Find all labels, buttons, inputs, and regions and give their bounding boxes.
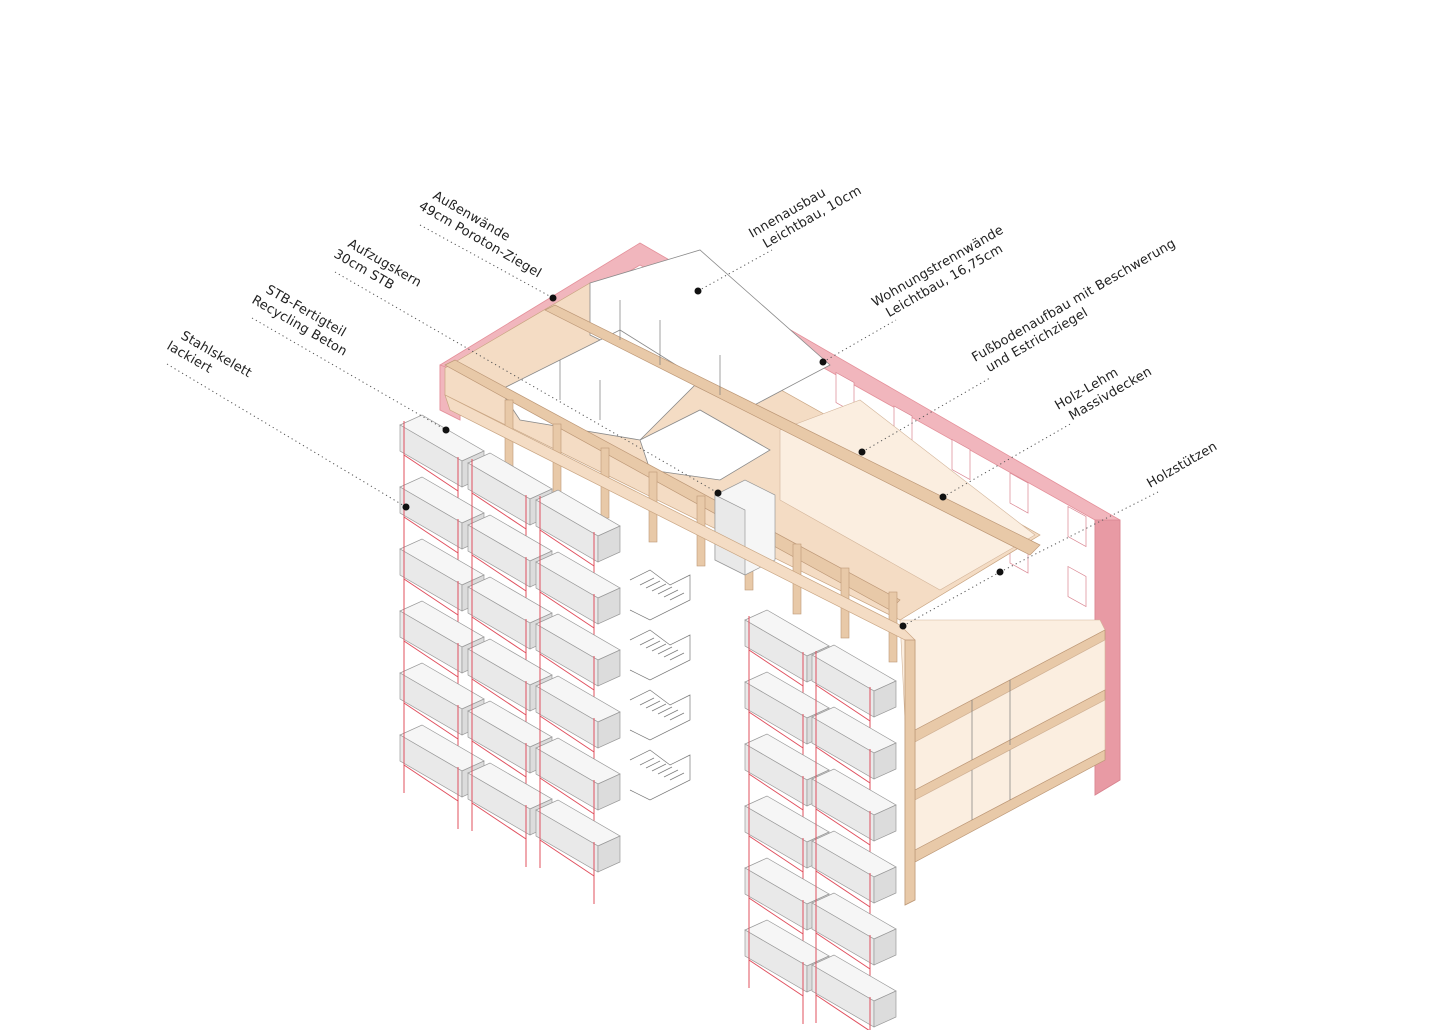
stair-step <box>645 760 661 769</box>
steel-beam <box>403 454 459 492</box>
stair-step <box>651 763 667 772</box>
prefab-module-side <box>597 835 621 873</box>
svg-text:Holzstützen: Holzstützen <box>1145 439 1221 491</box>
stair-step <box>639 577 655 586</box>
steel-beam <box>539 777 595 815</box>
stair-step <box>639 697 655 706</box>
steel-beam <box>748 773 804 811</box>
stair-step <box>651 703 667 712</box>
steel-beam <box>539 839 595 877</box>
prefab-module-side <box>597 773 621 811</box>
brick-window <box>1067 505 1087 548</box>
prefab-module-side <box>873 680 897 718</box>
stair-step <box>669 652 685 661</box>
steel-beam <box>539 591 595 629</box>
timber-floor-slabs <box>899 619 1106 863</box>
prefab-module-side <box>597 587 621 625</box>
svg-text:Aufzugskern 30cm STB: Aufzugskern 30cm STB <box>331 233 428 307</box>
stair-step <box>669 592 685 601</box>
steel-beam <box>748 711 804 749</box>
prefab-module-side <box>597 711 621 749</box>
prefab-module-side <box>873 742 897 780</box>
label-aussenwaende: Außenwände 49cm Poroton-Ziegel <box>416 185 557 302</box>
steel-beam <box>471 740 527 778</box>
prefab-concrete-modules <box>399 414 897 1030</box>
steel-beam <box>815 994 870 1030</box>
prefab-module-side <box>873 928 897 966</box>
steel-beam <box>815 808 871 846</box>
steel-beam <box>748 897 804 935</box>
prefab-module-side <box>597 649 621 687</box>
steel-beam <box>403 640 459 678</box>
stair-step <box>669 712 685 721</box>
stair-step <box>663 589 679 598</box>
svg-text:Außenwände 49cm Poroto: Außenwände 49cm Poroton-Ziegel <box>416 185 552 281</box>
steel-beam <box>815 932 871 970</box>
svg-text:Wohnungstrennwände Lei: Wohnungstrennwände Leichtbau, 16,75cm <box>870 221 1019 325</box>
stair-step <box>651 643 667 652</box>
steel-beam <box>539 529 595 567</box>
stair-step <box>657 646 673 655</box>
prefab-module-side <box>597 525 621 563</box>
brick-window <box>1009 472 1029 514</box>
stair-step <box>669 772 685 781</box>
stair-step <box>657 586 673 595</box>
steel-beam <box>748 959 804 997</box>
steel-beam <box>815 684 871 722</box>
steel-beam <box>471 492 527 530</box>
brick-window <box>951 438 971 481</box>
label-stb-fertigteil: STB-Fertigteil Recycling Beton <box>249 279 450 434</box>
stair-step <box>651 583 667 592</box>
prefab-module-side <box>873 866 897 904</box>
steel-beam <box>748 835 804 873</box>
stair-step <box>639 637 655 646</box>
steel-beam <box>471 554 527 592</box>
svg-text:Innenausbau Leichtbau,: Innenausbau Leichtbau, 10cm <box>747 169 865 255</box>
steel-beam <box>471 802 527 840</box>
stair-step <box>663 709 679 718</box>
svg-text:Stahlskelett lackiert: Stahlskelett lackiert <box>164 325 258 397</box>
steel-beam <box>815 870 871 908</box>
steel-beam <box>815 746 871 784</box>
steel-beam <box>539 715 595 753</box>
stair-step <box>657 706 673 715</box>
svg-text:STB-Fertigteil Recycli: STB-Fertigteil Recycling Beton <box>249 279 358 360</box>
label-stahlskelett: Stahlskelett lackiert <box>164 325 410 511</box>
brick-window <box>1067 565 1087 608</box>
stair-step <box>663 649 679 658</box>
staircase <box>629 569 691 801</box>
prefab-module-side <box>873 990 897 1028</box>
stair-step <box>645 580 661 589</box>
steel-beam <box>403 516 459 554</box>
top-floor-interior <box>444 249 1041 906</box>
steel-beam <box>748 649 804 687</box>
steel-beam <box>403 764 459 802</box>
stair-step <box>657 766 673 775</box>
steel-beam <box>403 578 459 616</box>
prefab-module-side <box>873 804 897 842</box>
building-illustration <box>399 242 1121 1030</box>
svg-text:Holz-Lehm Massivdecken: Holz-Lehm Massivdecken <box>1053 350 1155 427</box>
stair-step <box>639 757 655 766</box>
stair-step <box>645 640 661 649</box>
stair-step <box>645 700 661 709</box>
steel-beam <box>471 616 527 654</box>
steel-beam <box>539 653 595 691</box>
steel-beam <box>471 678 527 716</box>
stair-step <box>663 769 679 778</box>
steel-beam <box>403 702 459 740</box>
